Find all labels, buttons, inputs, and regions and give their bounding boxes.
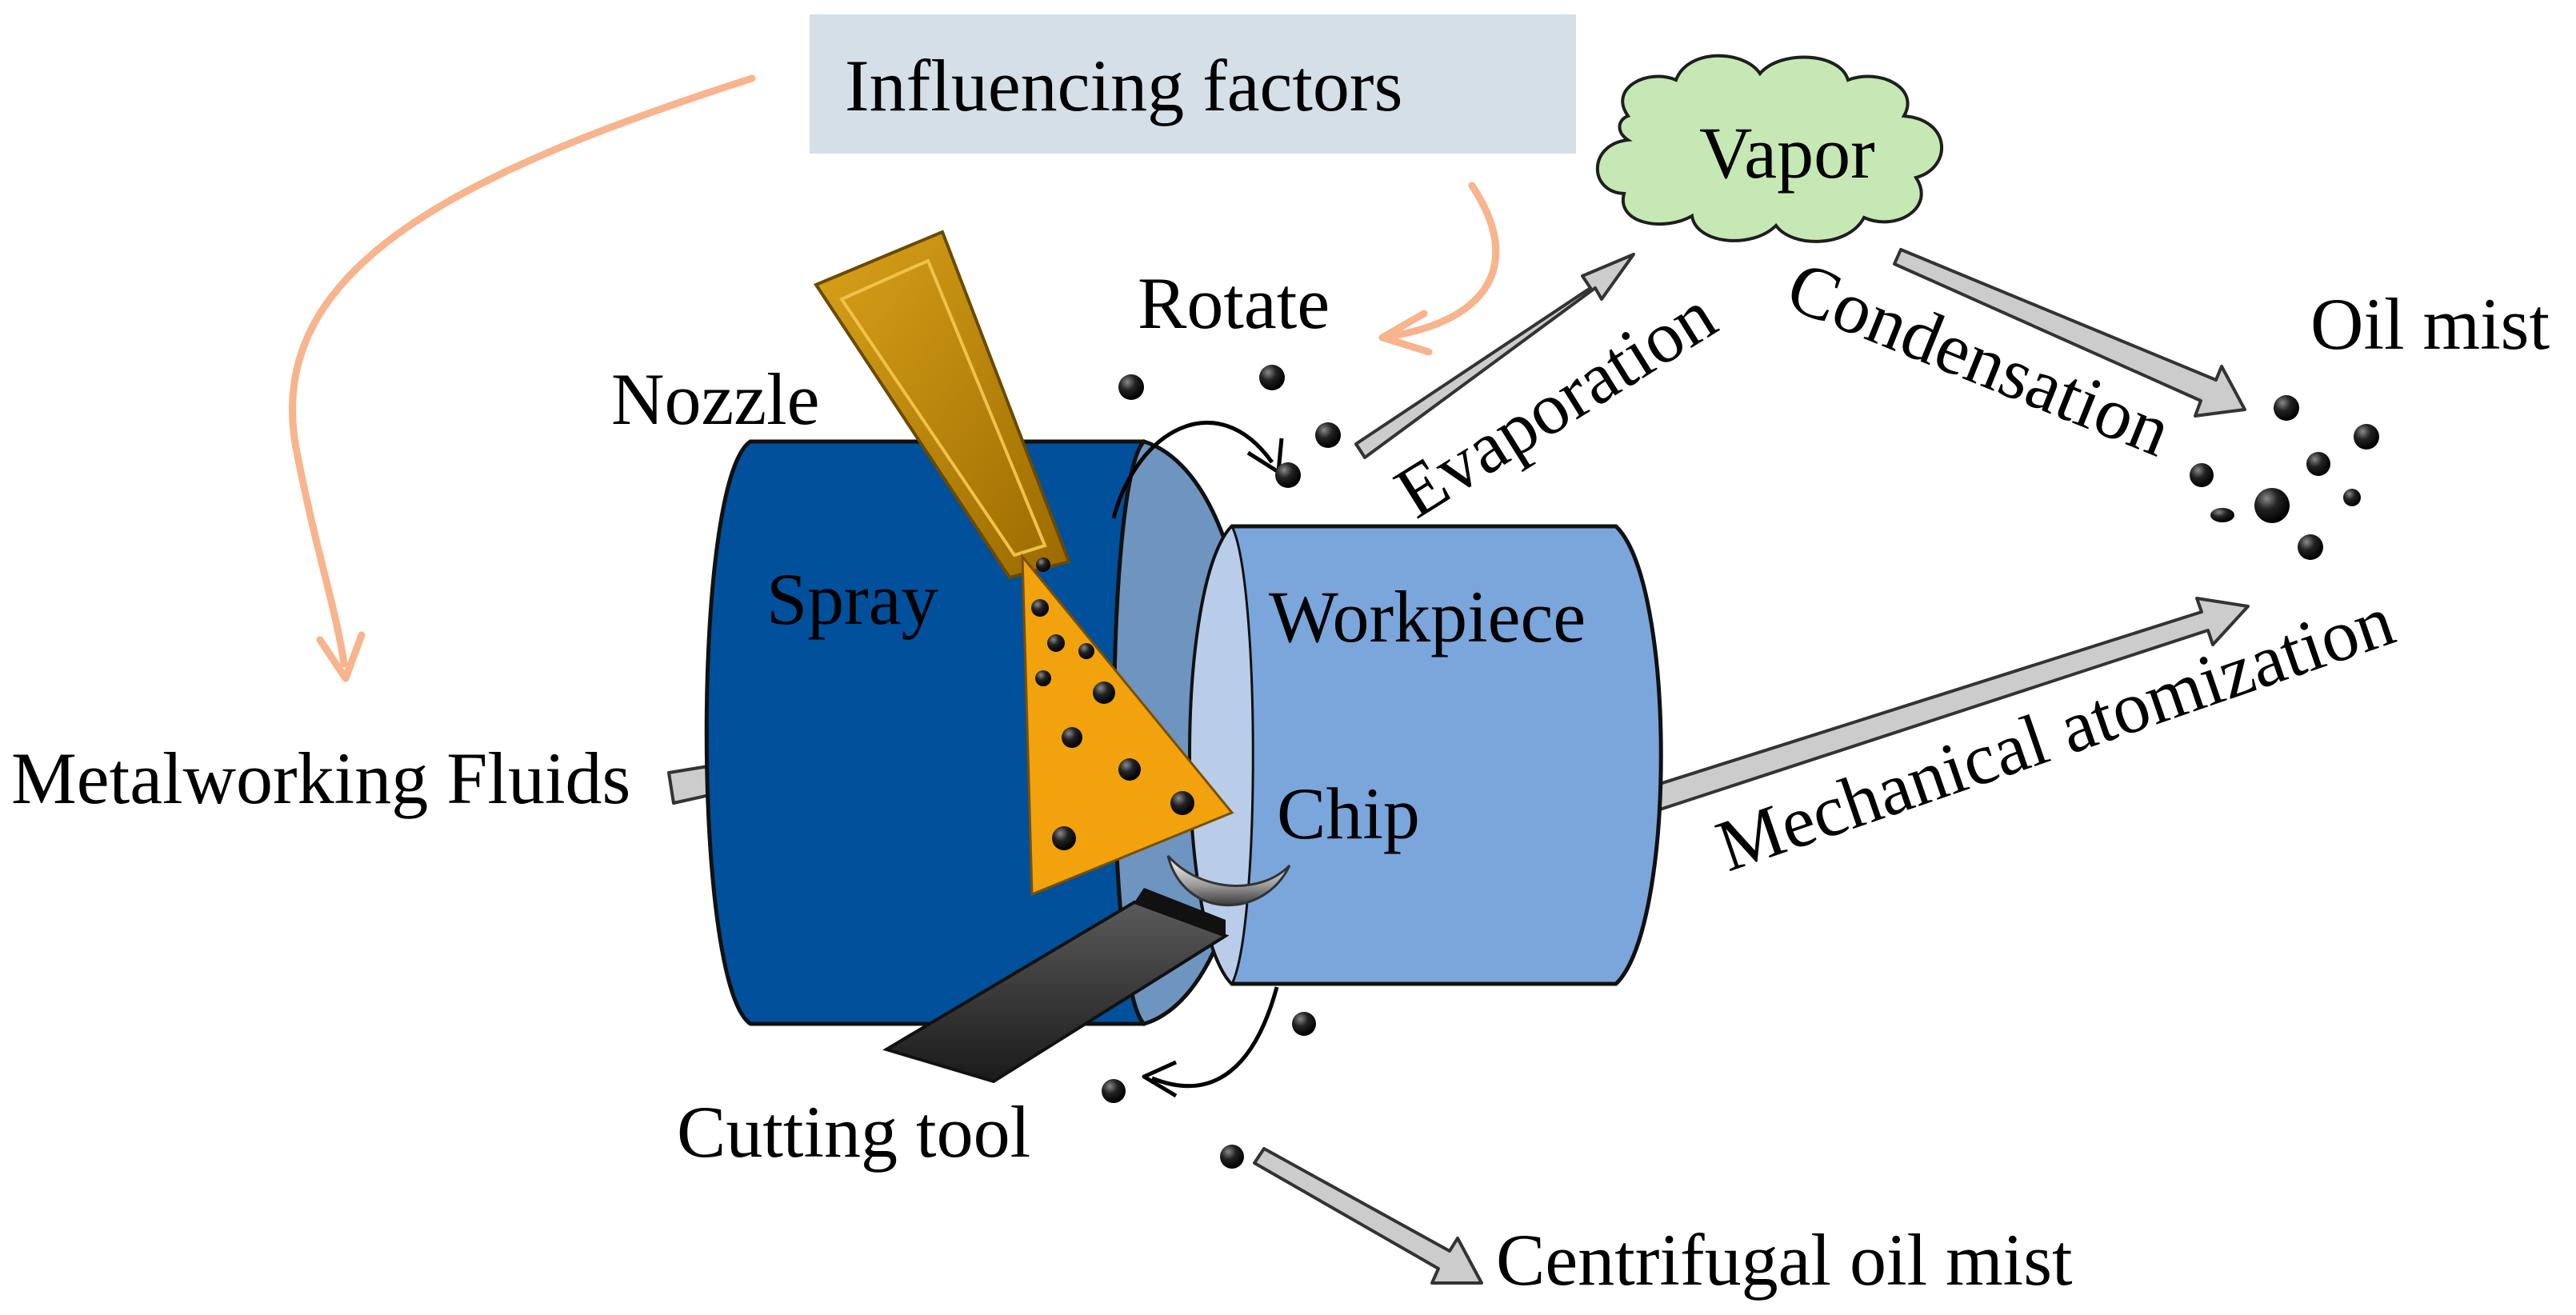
rotation-arrow-bottom	[1151, 986, 1279, 1088]
oil-droplet-icon	[2254, 488, 2290, 523]
oil-droplet-icon	[2298, 534, 2323, 560]
oil-mist-label: Oil mist	[2310, 283, 2550, 365]
oil-droplet-icon	[2354, 424, 2379, 450]
oil-droplet-icon	[1102, 1079, 1126, 1103]
oil-droplet-icon	[2343, 489, 2361, 506]
cutting-tool-label: Cutting tool	[677, 1091, 1030, 1173]
mechanical-atomization-label: Mechanical atomization	[1706, 579, 2403, 887]
oil-droplet-icon	[2306, 452, 2330, 476]
nozzle	[813, 230, 1071, 580]
spray-label: Spray	[766, 558, 938, 640]
vapor-cloud-icon	[1595, 54, 1944, 243]
rotate-label: Rotate	[1138, 262, 1330, 344]
centrifugal-oil-mist-label: Centrifugal oil mist	[1496, 1219, 2073, 1301]
factor-arrow-right	[1388, 182, 1500, 340]
oil-droplet-icon	[1292, 1012, 1316, 1036]
cutting-tool-tip	[1134, 888, 1226, 936]
vapor-label: Vapor	[1699, 112, 1875, 194]
oil-droplet-icon	[1220, 1145, 1244, 1169]
oil-droplet-icon	[1118, 758, 1141, 781]
oil-droplet-icon	[2190, 463, 2214, 487]
oil-droplet-icon	[1031, 599, 1049, 617]
oil-droplet-icon	[1170, 791, 1194, 815]
chip	[1166, 855, 1291, 907]
oil-droplet-icon	[1052, 826, 1076, 850]
nozzle-inner	[839, 258, 1047, 558]
nozzle-label: Nozzle	[611, 358, 820, 440]
evaporation-arrow	[1354, 253, 1635, 459]
workpiece-face	[1189, 524, 1254, 986]
oil-droplet-icon	[1047, 634, 1065, 652]
oil-droplet-icon	[2210, 508, 2234, 522]
workpiece-label: Workpiece	[1269, 576, 1586, 658]
condensation-arrow	[1893, 248, 2246, 418]
metalworking-fluids-label: Metalworking Fluids	[11, 737, 630, 819]
oil-droplet-icon	[1036, 558, 1050, 572]
oil-droplet-icon	[1315, 422, 1341, 448]
centrifugal-oil-mist-arrow	[1253, 1147, 1483, 1285]
spray-droplets	[1031, 558, 1194, 850]
influencing-factors-label: Influencing factors	[845, 45, 1402, 126]
oil-droplet-icon	[1093, 681, 1115, 704]
rotate-droplets	[1118, 365, 1341, 488]
oil-droplet-icon	[1259, 365, 1285, 390]
factor-arrow-left-head	[316, 631, 366, 682]
oil-mist-droplets	[2190, 395, 2379, 560]
oil-droplet-icon	[1035, 670, 1051, 686]
factor-arrow-left	[289, 74, 756, 668]
influencing-factors-box	[810, 14, 1576, 154]
oil-droplet-icon	[2274, 395, 2299, 421]
rotation-arrow-icon	[1111, 421, 1274, 519]
oil-droplet-icon	[1118, 374, 1144, 400]
oil-droplet-icon	[1275, 462, 1301, 488]
chip-label: Chip	[1277, 773, 1420, 854]
factor-arrow-right-head	[1378, 310, 1433, 356]
oil-droplet-icon	[1078, 643, 1094, 659]
oil-droplet-icon	[1062, 727, 1082, 748]
centrifugal-droplets	[1102, 1012, 1316, 1169]
rotation-arrow-bottom-head	[1142, 1060, 1178, 1098]
